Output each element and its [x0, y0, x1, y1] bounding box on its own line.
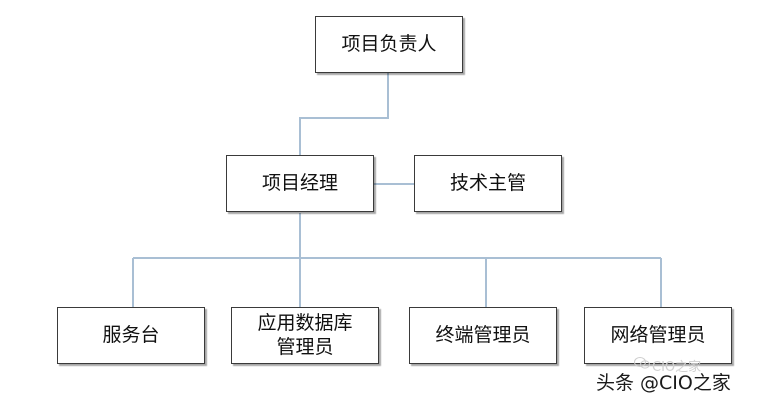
connector-root-manager [299, 73, 389, 155]
watermark-faint: CIO之家 [652, 360, 702, 375]
node-project-manager: 项目经理 [226, 155, 374, 212]
node-project-owner: 项目负责人 [315, 16, 463, 73]
node-network-admin-label: 网络管理员 [610, 323, 706, 346]
node-service-desk: 服务台 [57, 307, 205, 364]
node-service-desk-label: 服务台 [102, 323, 160, 346]
node-tech-lead: 技术主管 [414, 155, 562, 212]
node-tech-lead-label: 技术主管 [449, 171, 526, 194]
watermark-main: 头条 @CIO之家 [596, 372, 731, 394]
node-db-admin-label-line1: 应用数据库 [257, 311, 353, 334]
node-db-admin-label-line2: 管理员 [276, 335, 334, 358]
node-terminal-admin: 终端管理员 [409, 307, 557, 364]
wechat-icon [634, 357, 650, 369]
node-terminal-admin-label: 终端管理员 [435, 323, 531, 346]
node-db-admin: 应用数据库 管理员 [231, 307, 379, 364]
node-project-owner-label: 项目负责人 [341, 32, 437, 55]
node-project-manager-label: 项目经理 [261, 171, 338, 194]
node-network-admin: 网络管理员 [584, 307, 732, 364]
